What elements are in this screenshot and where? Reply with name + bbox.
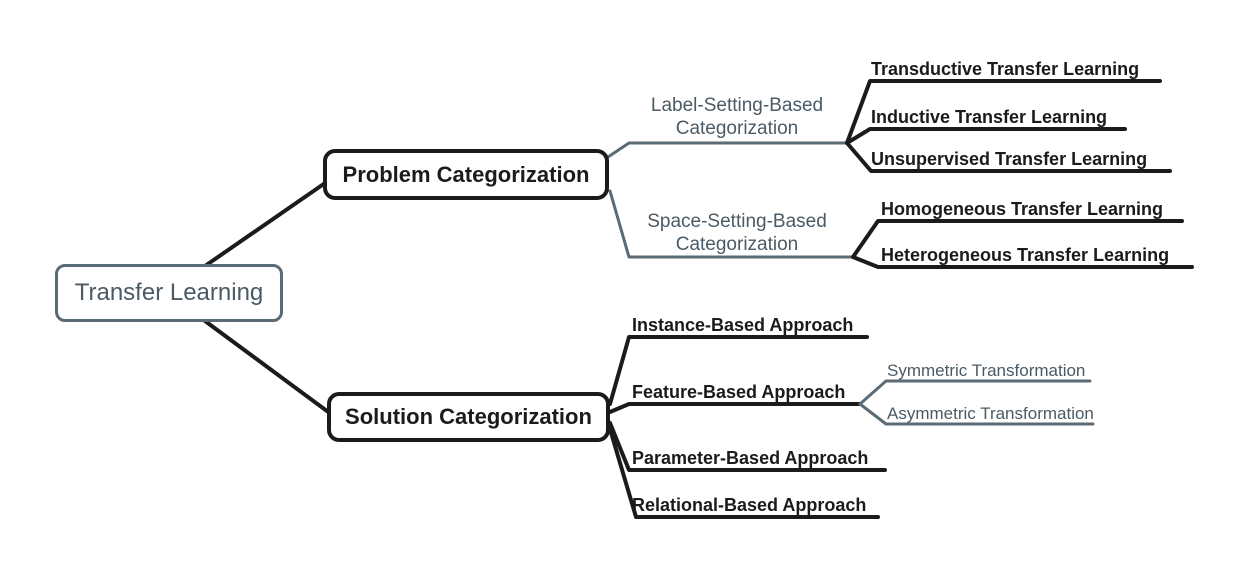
label-heterogeneous-transfer-learning: Heterogeneous Transfer Learning xyxy=(881,245,1170,265)
edge-to-asymmetric xyxy=(858,402,1095,426)
label-transductive-transfer-learning: Transductive Transfer Learning xyxy=(871,59,1140,79)
edge-to-relational xyxy=(608,427,880,519)
edge-to-transductive xyxy=(845,79,1162,145)
label-feature-based-approach: Feature-Based Approach xyxy=(632,382,846,402)
edge-to-inductive xyxy=(845,127,1127,145)
node-solution-categorization: Solution Categorization xyxy=(327,392,610,442)
node-problem-categorization: Problem Categorization xyxy=(323,149,609,200)
edge-root-to-solution xyxy=(203,319,333,416)
edge-to-feature xyxy=(608,402,862,414)
label-homogeneous-transfer-learning: Homogeneous Transfer Learning xyxy=(881,199,1164,219)
edge-to-instance xyxy=(608,335,869,406)
edge-root-to-problem xyxy=(203,179,330,268)
edge-to-symmetric xyxy=(858,379,1092,406)
label-space-setting-based-categorization: Space-Setting-Based Categorization xyxy=(647,211,827,255)
edge-to-heterogeneous xyxy=(851,255,1194,269)
edge-problem-to-label-setting xyxy=(606,141,849,159)
edge-to-parameter xyxy=(608,421,887,472)
label-inductive-transfer-learning: Inductive Transfer Learning xyxy=(871,107,1108,127)
label-unsupervised-transfer-learning: Unsupervised Transfer Learning xyxy=(871,149,1148,169)
label-relational-based-approach: Relational-Based Approach xyxy=(632,495,867,515)
label-instance-based-approach: Instance-Based Approach xyxy=(632,315,854,335)
node-transfer-learning: Transfer Learning xyxy=(55,264,283,322)
edge-problem-to-space-setting xyxy=(608,189,855,259)
edge-to-homogeneous xyxy=(851,219,1184,259)
label-parameter-based-approach: Parameter-Based Approach xyxy=(632,448,869,468)
label-asymmetric-transformation: Asymmetric Transformation xyxy=(887,404,1094,423)
edge-to-unsupervised xyxy=(845,141,1172,173)
label-label-setting-based-categorization: Label-Setting-Based Categorization xyxy=(650,95,824,139)
label-symmetric-transformation: Symmetric Transformation xyxy=(887,361,1086,380)
